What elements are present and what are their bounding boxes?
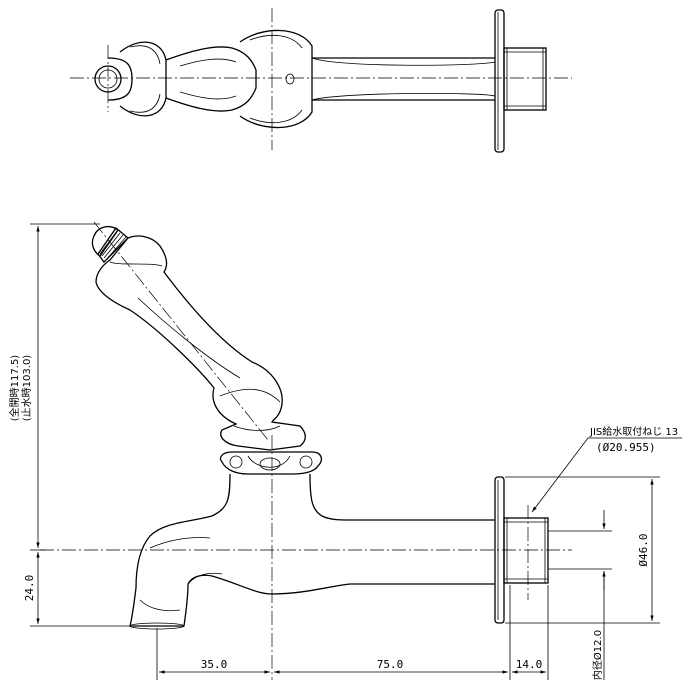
spout-drop-label: 24.0 xyxy=(23,575,36,602)
knurl-lines xyxy=(99,230,127,261)
dimension-lines xyxy=(30,223,682,680)
body-length-label: 75.0 xyxy=(377,658,404,671)
thread-diameter-label: (Ø20.955) xyxy=(596,441,656,454)
side-view xyxy=(40,221,572,680)
top-view xyxy=(70,8,572,153)
total-height-open-label: (全開時117.5) xyxy=(8,355,21,422)
inner-diameter-label: 内径Ø12.0 xyxy=(591,630,604,680)
thread-standard-label: JIS給水取付ねじ 13 xyxy=(589,425,678,438)
total-height-closed-label: (止水時103.0) xyxy=(21,355,33,422)
thread-length-label: 14.0 xyxy=(516,658,543,671)
spout-reach-label: 35.0 xyxy=(201,658,228,671)
flange-diameter-label: Ø46.0 xyxy=(637,533,650,566)
